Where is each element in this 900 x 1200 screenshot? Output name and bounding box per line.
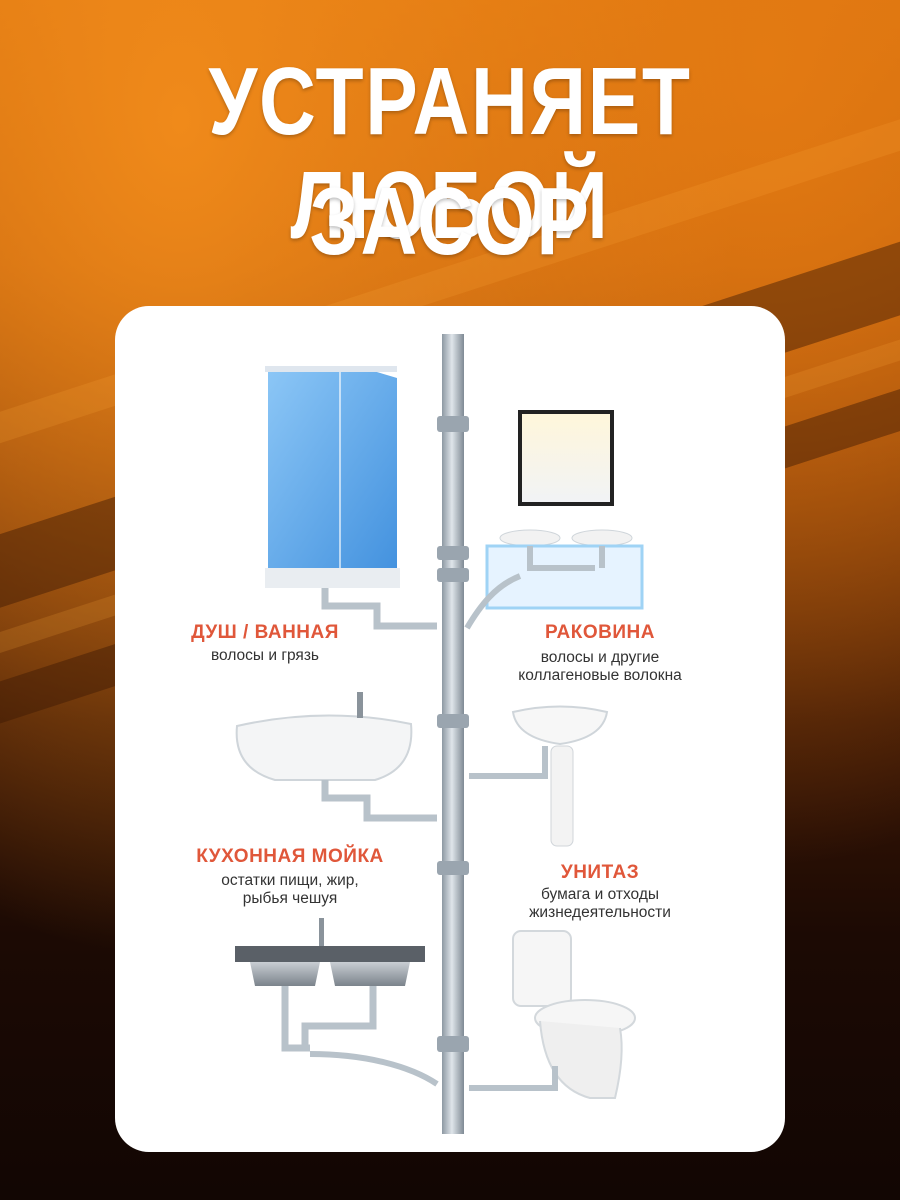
vanity-image <box>464 410 644 630</box>
kitchen-label-title: КУХОННАЯ МОЙКА <box>196 846 384 867</box>
toilet-label-subtitle-1: бумага и отходы <box>540 886 659 903</box>
kitchen-label-subtitle-1: остатки пищи, жир, <box>221 872 359 889</box>
sink-label-subtitle-1: волосы и другие <box>540 649 660 666</box>
plumbing-illustration <box>235 334 644 1134</box>
riser-pipe <box>437 334 469 1134</box>
toilet-label-subtitle-2: жизнедеятельности <box>529 904 671 921</box>
diagram-card: ДУШ / ВАННАЯ волосы и грязь РАКОВИНА вол… <box>115 306 785 1152</box>
kitchen-label-subtitle-2: рыбья чешуя <box>242 890 338 907</box>
headline-line-1: УСТРАНЯЕТ ЛЮБОЙ <box>208 48 692 259</box>
toilet-label-title: УНИТАЗ <box>560 862 640 883</box>
sink-label-subtitle-2: коллагеновые волокна <box>518 667 682 684</box>
headline-line-2: ЗАСОР <box>309 168 591 275</box>
shower-cabin-image <box>265 366 437 630</box>
kitchen-sink-image <box>235 918 439 1087</box>
basin-image <box>235 692 437 822</box>
toilet-image <box>469 930 636 1099</box>
sink-label-title: РАКОВИНА <box>545 622 655 643</box>
shower-label-title: ДУШ / ВАННАЯ <box>191 622 339 643</box>
pedestal-sink-image <box>469 705 609 847</box>
shower-label-subtitle: волосы и грязь <box>210 647 319 664</box>
